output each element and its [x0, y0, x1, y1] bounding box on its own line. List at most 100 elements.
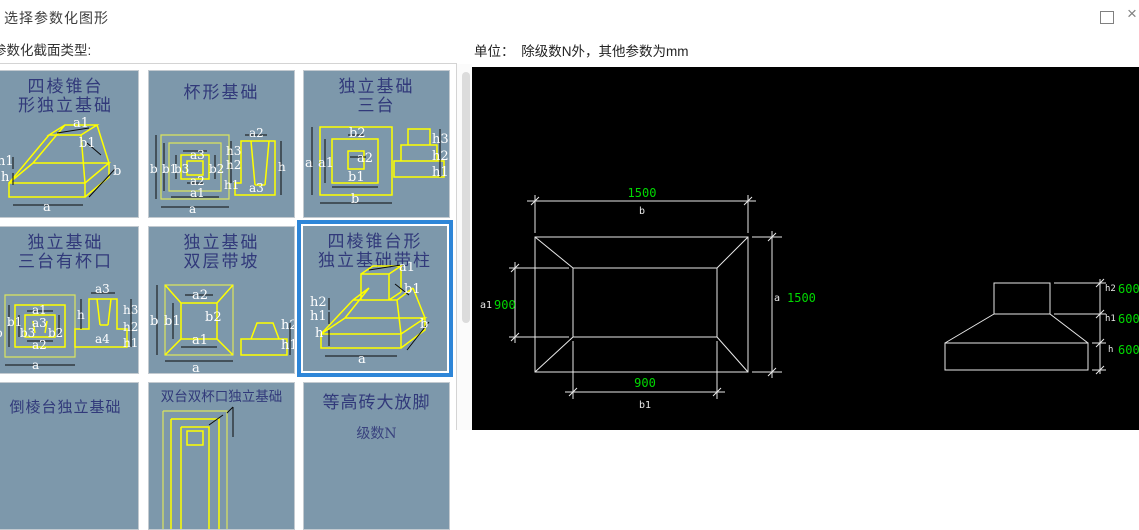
dim-label: a2 — [357, 151, 373, 166]
dim-label: a — [305, 156, 313, 171]
tile-equal-height-brick-footing[interactable]: 等高砖大放脚 级数N — [303, 382, 450, 530]
dim-label: b3 — [20, 326, 35, 340]
dim-label: 1500 — [628, 186, 657, 200]
dim-label: h1 — [224, 178, 239, 192]
dim-label: a — [189, 202, 196, 216]
tile-title: 倒棱台独立基础 — [9, 398, 122, 416]
tile-thumbnail-drawing: a1b1h1hab — [0, 116, 121, 215]
tile-inverted-prismoid-foundation[interactable]: 倒棱台独立基础 — [0, 382, 139, 530]
dimension-labels: b1ba1a3b3b2a2aa3ha4h3h2h1 — [0, 282, 138, 372]
dim-label: h — [278, 160, 286, 174]
dim-label: b — [150, 162, 158, 176]
dim-label: a1 — [318, 156, 334, 171]
dim-label: a — [774, 293, 780, 304]
dim-label: a2 — [192, 288, 208, 303]
dim-label: h2 — [432, 149, 449, 164]
dim-label: h — [315, 326, 324, 341]
dim-label: a3 — [249, 181, 264, 195]
panel-top-divider — [0, 63, 457, 64]
tile-title: 双台双杯口独立基础 — [160, 389, 283, 405]
tile-thumbnail-drawing — [162, 406, 234, 529]
tile-title: 独立基础双层带坡 — [183, 233, 260, 272]
dim-label: a1 — [190, 186, 205, 200]
dim-label: b — [0, 326, 3, 340]
dim-label: b1 — [348, 170, 365, 185]
dim-label: b2 — [349, 126, 366, 141]
dim-label: a1 — [480, 300, 492, 311]
dim-label: h1 — [1105, 314, 1116, 324]
dim-label: h1 — [432, 165, 449, 180]
tile-title: 独立基础三台 — [338, 77, 415, 116]
dim-label: h — [1, 170, 10, 185]
dim-label: 900 — [494, 298, 516, 312]
dim-label: b1 — [7, 315, 22, 329]
dim-label: b3 — [174, 162, 189, 176]
dim-label: b2 — [205, 310, 222, 325]
dim-label: 600 — [1118, 343, 1139, 357]
dim-label: a2 — [249, 126, 264, 140]
dim-label: a — [358, 352, 366, 367]
dim-label: h2 — [1105, 284, 1116, 294]
dim-label: a1 — [192, 333, 208, 348]
dim-label: a1 — [32, 303, 47, 317]
dim-label: b1 — [164, 314, 181, 329]
dim-label: a3 — [190, 148, 205, 162]
section-type-label: 参数化截面类型: — [0, 43, 92, 58]
tile-subtext: 级数N — [356, 426, 397, 442]
tile-list-scrollbar-thumb[interactable] — [462, 72, 470, 323]
tile-title: 杯形基础 — [183, 83, 260, 103]
dim-label: a2 — [190, 174, 205, 188]
dim-label: h2 — [310, 295, 327, 310]
tile-thumbnail-drawing: bb1a2b2a1ah2h1 — [150, 284, 295, 373]
dim-label: b1 — [404, 282, 421, 297]
dim-label: 900 — [634, 376, 656, 390]
dim-label: b1 — [639, 400, 651, 411]
dimension-labels: bb1a2b2a1ah2h1 — [150, 288, 295, 373]
dim-label: a — [192, 361, 200, 373]
tile-title: 独立基础三台有杯口 — [18, 233, 113, 272]
dim-label: h1 — [0, 154, 14, 169]
dim-label: b — [113, 164, 121, 179]
dim-label: 1500 — [787, 291, 816, 305]
dim-label: h3 — [432, 132, 449, 147]
dim-label: h3 — [123, 303, 138, 317]
dim-label: a — [43, 200, 51, 215]
maximize-button[interactable] — [1100, 11, 1114, 24]
dim-label: a3 — [95, 282, 110, 296]
dim-label: b1 — [162, 162, 177, 176]
dim-label: b2 — [48, 326, 63, 340]
tile-title: 等高砖大放脚 — [322, 393, 431, 413]
dim-label: b — [150, 314, 158, 329]
unit-note-label: 单位： 除级数N外，其他参数为mm — [474, 44, 689, 59]
close-button[interactable]: × — [1127, 4, 1137, 23]
dim-label: h — [1108, 345, 1113, 355]
dim-label: h2 — [123, 320, 138, 334]
dim-label: b — [351, 192, 359, 207]
dim-label: b — [420, 317, 428, 332]
dimension-labels: a1b1h1hab — [0, 116, 121, 215]
dim-label: h1 — [281, 338, 295, 353]
dim-label: h — [77, 308, 85, 322]
tile-title: 四棱锥台形独立基础 — [18, 77, 113, 116]
dim-label: b — [639, 206, 645, 217]
tile-double-tier-double-cup-foundation[interactable]: 双台双杯口独立基础 — [148, 382, 295, 530]
dim-label: 600 — [1118, 282, 1139, 296]
tile-title: 四棱锥台形独立基础带柱 — [318, 232, 432, 271]
select-parametric-graphic-dialog: { "window": { "title": "选择参数化图形", "close… — [0, 4, 1139, 530]
dim-label: b1 — [79, 136, 96, 151]
dim-label: h1 — [123, 336, 138, 350]
dim-label: a1 — [399, 262, 415, 275]
dim-label: h1 — [310, 309, 327, 324]
dim-label: h2 — [226, 158, 241, 172]
